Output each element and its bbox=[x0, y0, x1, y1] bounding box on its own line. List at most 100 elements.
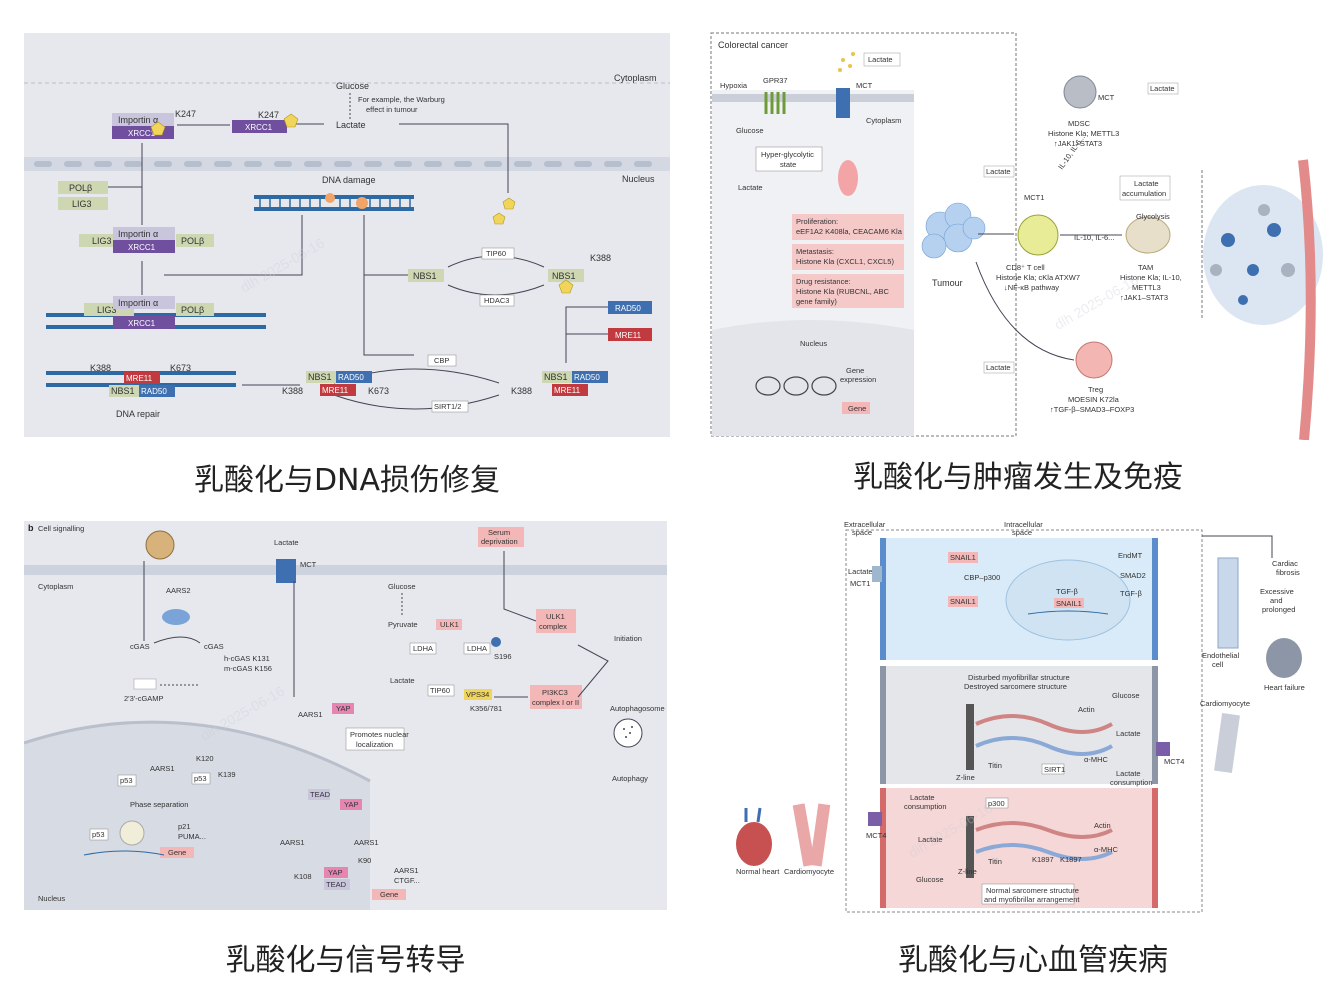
svg-text:consumption: consumption bbox=[904, 802, 947, 811]
svg-text:Hypoxia: Hypoxia bbox=[720, 81, 748, 90]
svg-text:Lactate: Lactate bbox=[1116, 729, 1141, 738]
svg-text:eEF1A2 K408la, CEACAM6 Kla: eEF1A2 K408la, CEACAM6 Kla bbox=[796, 227, 903, 236]
svg-text:state: state bbox=[780, 160, 796, 169]
svg-text:Endothelial: Endothelial bbox=[1202, 651, 1239, 660]
caption-dna-repair: 乳酸化与DNA损伤修复 bbox=[193, 463, 501, 498]
svg-text:Lactate: Lactate bbox=[1116, 769, 1141, 778]
svg-text:p53: p53 bbox=[92, 830, 105, 839]
svg-text:↓NF-κB pathway: ↓NF-κB pathway bbox=[1004, 283, 1059, 292]
svg-text:accumulation: accumulation bbox=[1122, 189, 1166, 198]
svg-text:p53: p53 bbox=[194, 774, 207, 783]
svg-text:LDHA: LDHA bbox=[467, 644, 487, 653]
svg-text:m-cGAS K156: m-cGAS K156 bbox=[224, 664, 272, 673]
svg-text:Autophagosome: Autophagosome bbox=[610, 704, 665, 713]
svg-text:VPS34: VPS34 bbox=[466, 690, 489, 699]
svg-text:RAD50: RAD50 bbox=[615, 304, 641, 313]
svg-text:MCT4: MCT4 bbox=[866, 831, 886, 840]
svg-text:POLβ: POLβ bbox=[69, 183, 92, 193]
svg-text:SNAIL1: SNAIL1 bbox=[950, 553, 976, 562]
svg-text:Lactate: Lactate bbox=[1134, 179, 1159, 188]
svg-text:Proliferation:: Proliferation: bbox=[796, 217, 838, 226]
svg-text:Gene: Gene bbox=[380, 890, 398, 899]
svg-text:fibrosis: fibrosis bbox=[1276, 568, 1300, 577]
svg-text:LIG3: LIG3 bbox=[92, 236, 112, 246]
glucose-label: Glucose bbox=[336, 81, 369, 91]
svg-text:Initiation: Initiation bbox=[614, 634, 642, 643]
svg-text:Lactate: Lactate bbox=[848, 567, 873, 576]
svg-text:K108: K108 bbox=[294, 872, 312, 881]
svg-text:Cardiac: Cardiac bbox=[1272, 559, 1298, 568]
svg-text:Histone Kla; cKla ATXW7: Histone Kla; cKla ATXW7 bbox=[996, 273, 1080, 282]
caption-cardiovascular: 乳酸化与心血管疾病 bbox=[898, 943, 1168, 978]
svg-text:Cell signalling: Cell signalling bbox=[38, 524, 84, 533]
svg-text:Tumour: Tumour bbox=[932, 278, 963, 288]
svg-text:K388: K388 bbox=[511, 386, 532, 396]
svg-text:XRCC1: XRCC1 bbox=[128, 319, 156, 328]
svg-text:Actin: Actin bbox=[1094, 821, 1111, 830]
svg-text:Titin: Titin bbox=[988, 761, 1002, 770]
svg-text:YAP: YAP bbox=[328, 868, 342, 877]
svg-text:Nucleus: Nucleus bbox=[38, 894, 65, 903]
svg-text:complex: complex bbox=[539, 622, 567, 631]
svg-text:K90: K90 bbox=[358, 856, 371, 865]
svg-text:Intracellular: Intracellular bbox=[1004, 520, 1043, 529]
svg-text:Cytoplasm: Cytoplasm bbox=[866, 116, 901, 125]
svg-text:MCT: MCT bbox=[856, 81, 873, 90]
svg-text:NBS1: NBS1 bbox=[544, 372, 568, 382]
tumour-immunity-diagram: Colorectal cancer Hypoxia GPR37 MCT Cyto… bbox=[708, 30, 1328, 440]
svg-text:RAD50: RAD50 bbox=[141, 387, 167, 396]
svg-text:Lactate: Lactate bbox=[910, 793, 935, 802]
svg-text:p21: p21 bbox=[178, 822, 191, 831]
svg-text:LIG3: LIG3 bbox=[72, 199, 92, 209]
svg-text:K673: K673 bbox=[368, 386, 389, 396]
svg-text:prolonged: prolonged bbox=[1262, 605, 1295, 614]
svg-text:GPR37: GPR37 bbox=[763, 76, 788, 85]
svg-text:MCT: MCT bbox=[1098, 93, 1115, 102]
svg-text:AARS1: AARS1 bbox=[298, 710, 323, 719]
svg-text:PUMA...: PUMA... bbox=[178, 832, 206, 841]
svg-text:XRCC1: XRCC1 bbox=[245, 123, 273, 132]
svg-text:RAD50: RAD50 bbox=[574, 373, 600, 382]
svg-text:K388: K388 bbox=[90, 363, 111, 373]
svg-text:Extracellular: Extracellular bbox=[844, 520, 886, 529]
svg-text:K673: K673 bbox=[170, 363, 191, 373]
svg-text:LIG3: LIG3 bbox=[97, 305, 117, 315]
svg-text:K247: K247 bbox=[175, 109, 196, 119]
svg-text:consumption: consumption bbox=[1110, 778, 1153, 787]
svg-text:TIP60: TIP60 bbox=[486, 249, 506, 258]
svg-text:TGF-β: TGF-β bbox=[1120, 589, 1142, 598]
svg-text:SNAIL1: SNAIL1 bbox=[1056, 599, 1082, 608]
svg-text:cGAS: cGAS bbox=[130, 642, 150, 651]
svg-text:Glucose: Glucose bbox=[916, 875, 944, 884]
svg-text:CTGF...: CTGF... bbox=[394, 876, 420, 885]
svg-text:TGF-β: TGF-β bbox=[1056, 587, 1078, 596]
svg-text:effect in tumour: effect in tumour bbox=[366, 105, 418, 114]
svg-text:K1897: K1897 bbox=[1060, 855, 1082, 864]
svg-text:ULK1: ULK1 bbox=[440, 620, 459, 629]
svg-text:Lactate: Lactate bbox=[868, 55, 893, 64]
svg-text:Autophagy: Autophagy bbox=[612, 774, 648, 783]
svg-text:MRE11: MRE11 bbox=[126, 374, 153, 383]
svg-text:MRE11: MRE11 bbox=[322, 386, 349, 395]
svg-text:2'3'-cGAMP: 2'3'-cGAMP bbox=[124, 694, 164, 703]
svg-text:gene family): gene family) bbox=[796, 297, 837, 306]
svg-text:METTL3: METTL3 bbox=[1132, 283, 1161, 292]
svg-text:Glucose: Glucose bbox=[736, 126, 764, 135]
svg-text:MDSC: MDSC bbox=[1068, 119, 1091, 128]
svg-text:↑JAK1–STAT3: ↑JAK1–STAT3 bbox=[1054, 139, 1102, 148]
svg-text:MCT1: MCT1 bbox=[850, 579, 870, 588]
svg-text:K120: K120 bbox=[196, 754, 214, 763]
svg-text:Lactate: Lactate bbox=[1150, 84, 1175, 93]
svg-text:Histone Kla; IL-10,: Histone Kla; IL-10, bbox=[1120, 273, 1182, 282]
svg-text:Glucose: Glucose bbox=[388, 582, 416, 591]
svg-text:Heart failure: Heart failure bbox=[1264, 683, 1305, 692]
svg-text:Z-line: Z-line bbox=[956, 773, 975, 782]
svg-text:SIRT1/2: SIRT1/2 bbox=[434, 402, 461, 411]
svg-text:MRE11: MRE11 bbox=[554, 386, 581, 395]
svg-text:p53: p53 bbox=[120, 776, 133, 785]
svg-text:Lactate: Lactate bbox=[918, 835, 943, 844]
svg-text:space: space bbox=[1012, 528, 1032, 537]
svg-text:cGAS: cGAS bbox=[204, 642, 224, 651]
svg-text:Lactate: Lactate bbox=[986, 167, 1011, 176]
lactate-label: Lactate bbox=[336, 120, 366, 130]
